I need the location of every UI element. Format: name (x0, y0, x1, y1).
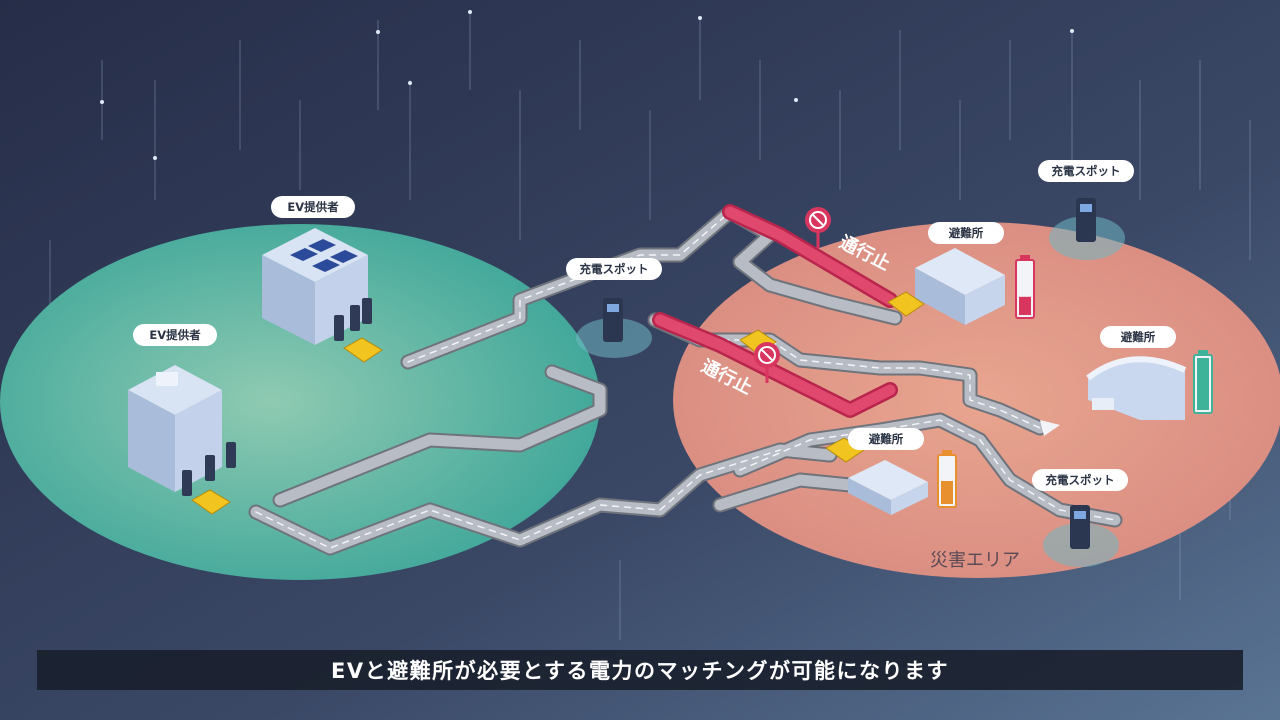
supply-area (0, 224, 600, 580)
shelter-bottom-callout: 避難所 (848, 428, 924, 450)
charge-bottom-right-callout: 充電スポット (1032, 469, 1128, 491)
shelter-bottom-label: 避難所 (869, 432, 904, 446)
charging-station-icon (1070, 505, 1090, 549)
no-entry-icon (805, 207, 831, 248)
route-arrow-icon (1040, 420, 1060, 436)
disaster-area-label: 災害エリア (930, 550, 1020, 571)
subtitle-text: EVと避難所が必要とする電力のマッチングが可能になります (331, 659, 949, 683)
closed-roads (652, 204, 898, 418)
charging-station-icon (1076, 198, 1096, 242)
charge-bottom-right-label: 充電スポット (1046, 473, 1115, 487)
subtitle-bar: EVと避難所が必要とする電力のマッチングが可能になります (37, 650, 1243, 690)
shelter-right-callout: 避難所 (1100, 326, 1176, 348)
provider-top-callout: EV提供者 (271, 196, 355, 218)
charge-top-right-callout: 充電スポット (1038, 160, 1134, 182)
battery-icon (937, 450, 957, 508)
charging-station-icon (603, 298, 623, 342)
shelter-top-building (915, 248, 1005, 325)
solar-panel-icon (290, 239, 358, 272)
shelter-right-building (1086, 356, 1187, 420)
provider-left-label: EV提供者 (149, 328, 201, 342)
shelter-bottom-building (848, 460, 928, 515)
charging-station-icon (182, 298, 372, 496)
charge-center-label: 充電スポット (580, 262, 649, 276)
shelter-right-label: 避難所 (1121, 330, 1156, 344)
shelter-top-callout: 避難所 (928, 222, 1004, 244)
battery-icon (1193, 350, 1213, 414)
no-entry-icon (754, 342, 780, 383)
provider-top-label: EV提供者 (287, 200, 339, 214)
battery-icon (1015, 255, 1035, 319)
shelter-top-label: 避難所 (949, 226, 984, 240)
provider-left-callout: EV提供者 (133, 324, 217, 346)
charge-center-callout: 充電スポット (566, 258, 662, 280)
charge-top-right-label: 充電スポット (1052, 164, 1121, 178)
